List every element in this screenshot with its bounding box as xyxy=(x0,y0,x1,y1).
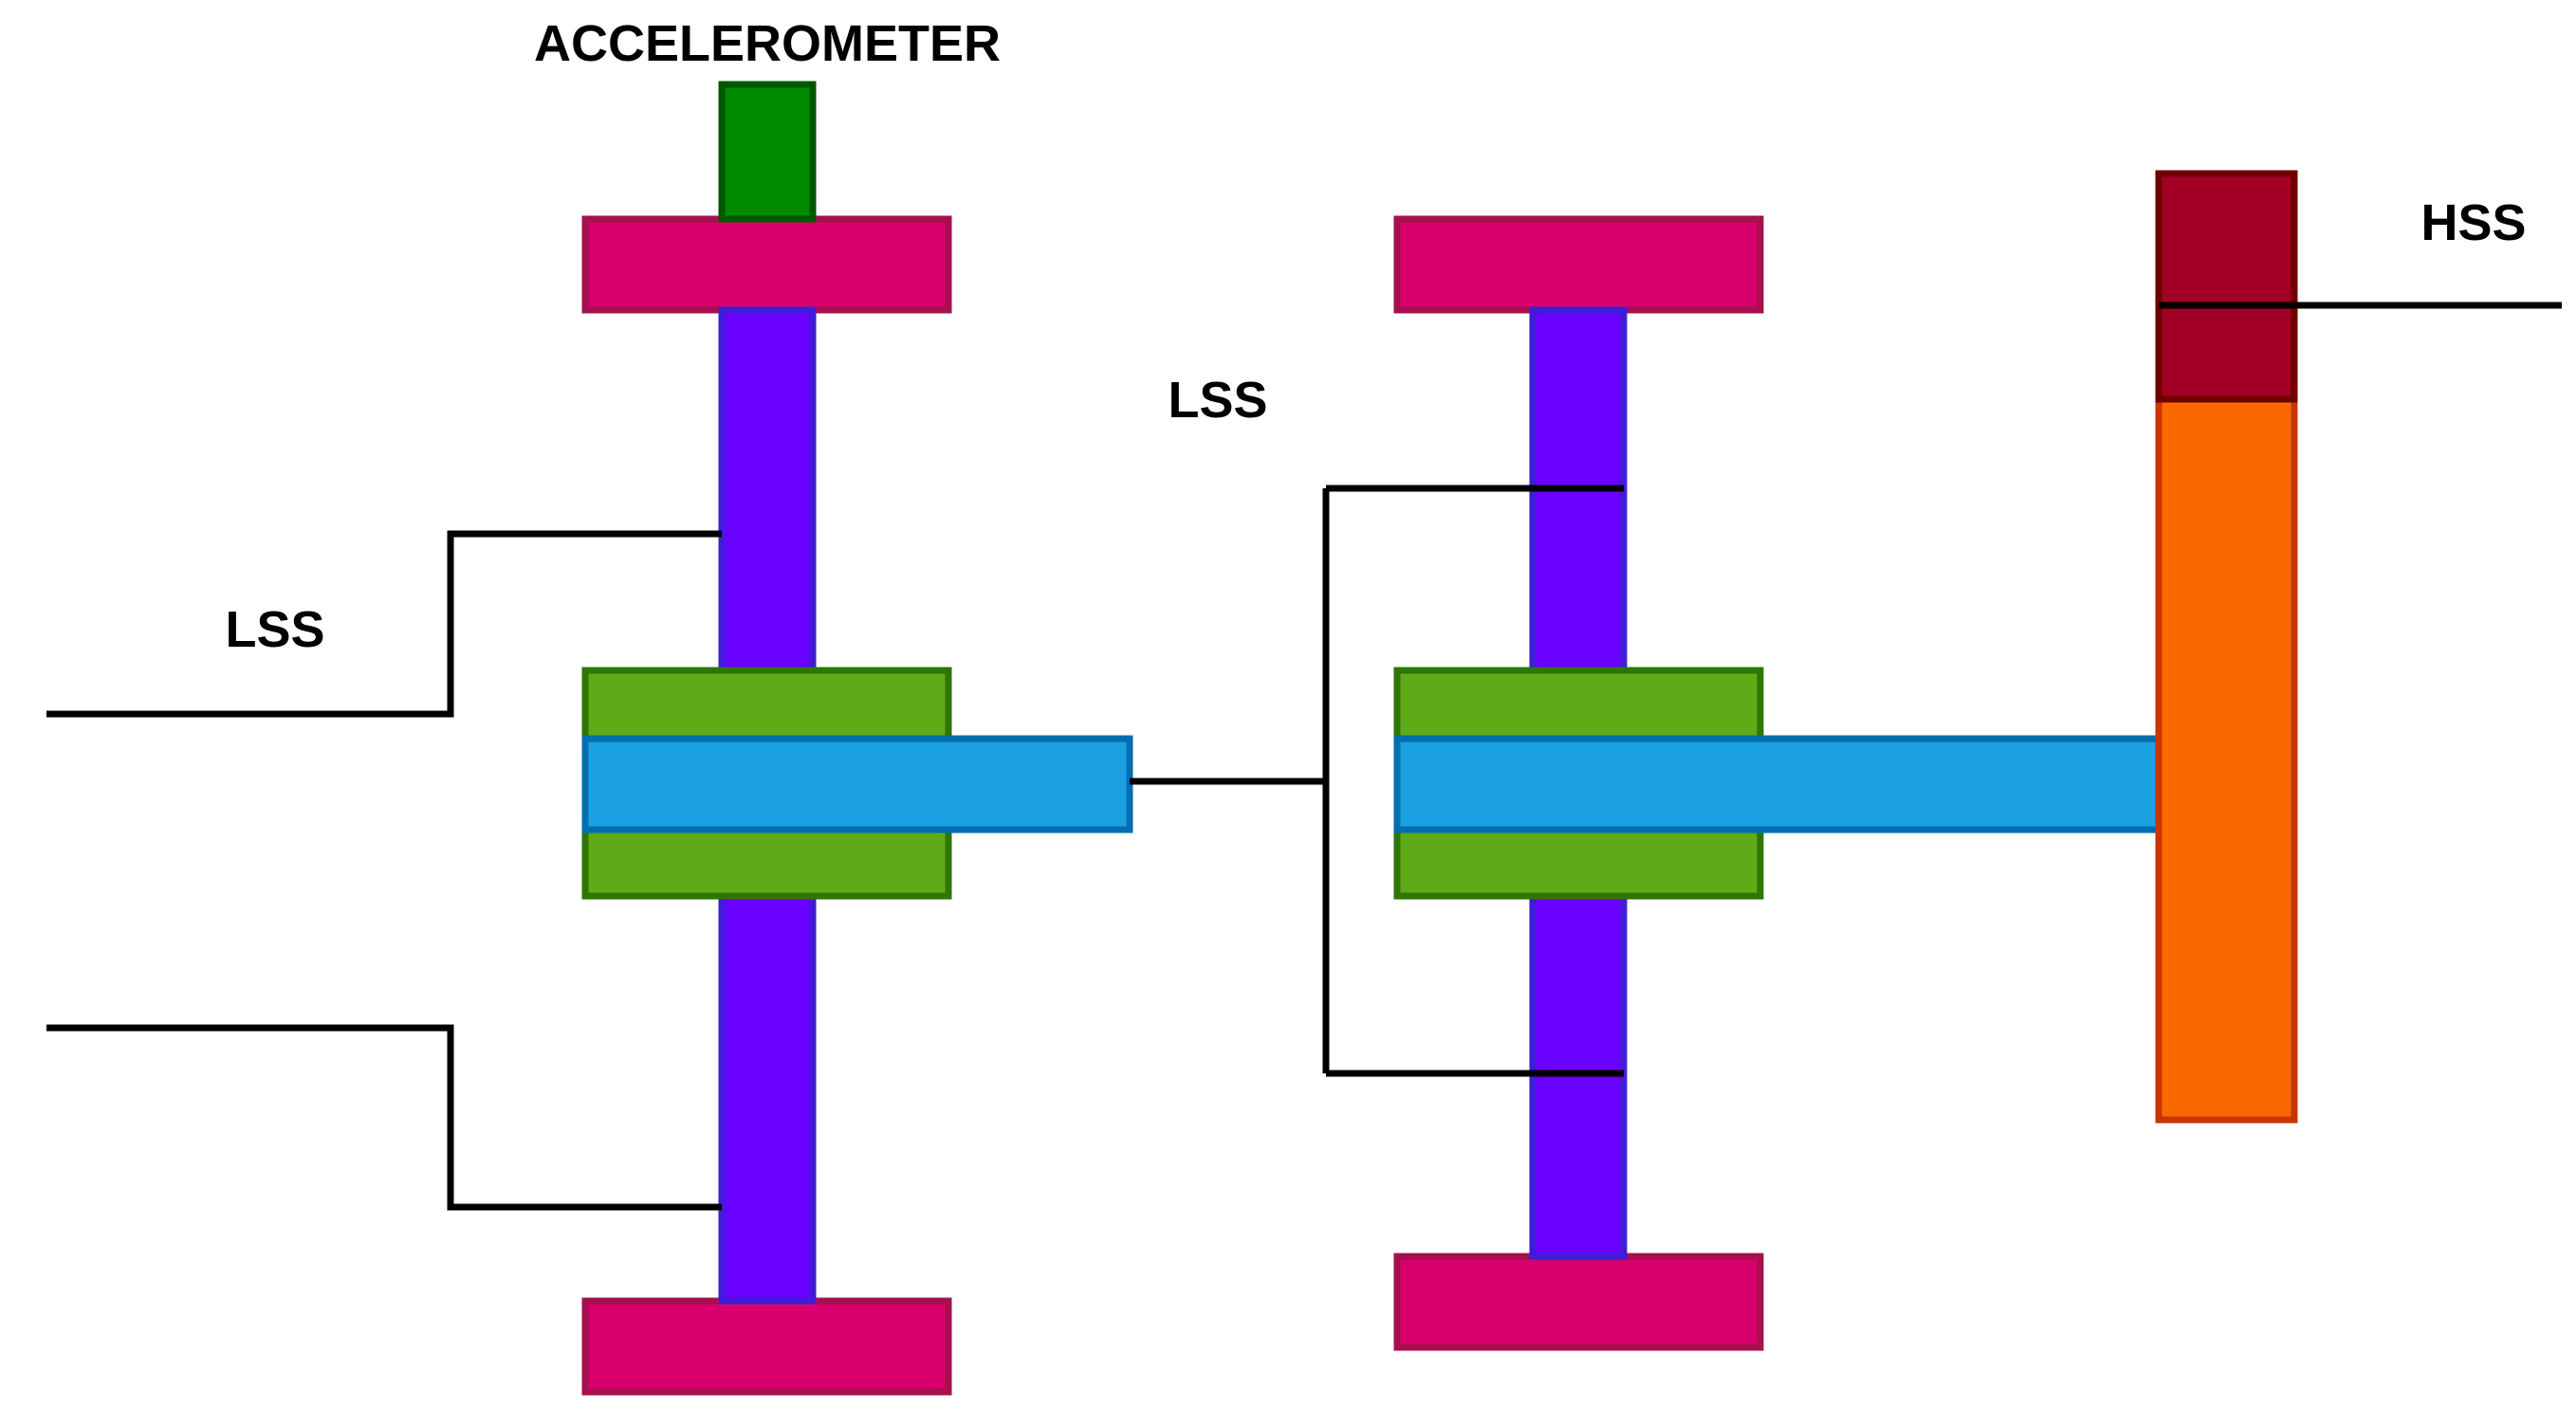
stage-1-planet-shaft-upper xyxy=(718,306,817,674)
stage-2-ring-gear-bottom xyxy=(1393,1253,1764,1351)
stage-1-ring-gear-top xyxy=(581,215,952,314)
lss-left-label: LSS xyxy=(225,601,324,658)
stage-2-planetary xyxy=(1393,215,2162,1351)
hss-label: HSS xyxy=(2420,194,2526,251)
lss-middle-label: LSS xyxy=(1168,372,1267,429)
stage-1-planet-shaft-lower xyxy=(718,892,817,1305)
shaft-lines xyxy=(46,302,2562,1211)
stage-1-ring-gear-bottom xyxy=(581,1297,952,1396)
stage-2-ring-gear-top xyxy=(1393,215,1764,314)
lss-input-line-upper xyxy=(46,530,722,718)
stage-1-sun-shaft xyxy=(581,735,1133,833)
accelerometer-sensor xyxy=(718,81,817,223)
accelerometer-label: ACCELEROMETER xyxy=(534,15,1001,72)
stage-1-planetary xyxy=(581,215,1133,1396)
high-speed-stage xyxy=(2155,170,2298,1124)
lss-input-line-lower xyxy=(46,1024,722,1211)
stage-2-sun-shaft xyxy=(1393,735,2162,833)
hss-pinion xyxy=(2155,170,2298,403)
